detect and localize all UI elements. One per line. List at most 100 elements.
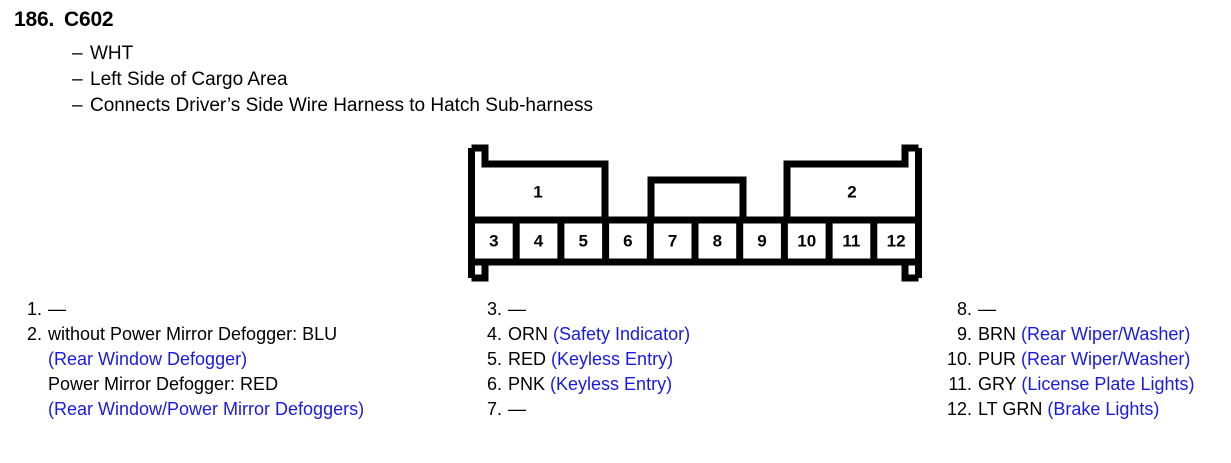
pin-legend-body: —	[48, 297, 66, 322]
pin-legend-number: 12.	[946, 399, 972, 419]
pin-circuit-name: (Rear Wiper/Washer)	[1021, 349, 1191, 369]
spec-dash: –	[72, 95, 83, 116]
pin-circuit-name: (Safety Indicator)	[553, 324, 691, 344]
pin-legend-line: 8.—	[944, 297, 1231, 322]
spec-dash: –	[72, 69, 83, 90]
pin-legend-line: 4. ORN (Safety Indicator)	[474, 322, 934, 347]
pin-legend-item: 10. PUR (Rear Wiper/Washer)	[944, 347, 1231, 372]
connector-block-label-1: 1	[533, 182, 542, 201]
pin-legend-body: —	[508, 297, 526, 322]
pin-legend-line: Power Mirror Defogger: RED	[14, 372, 464, 397]
pin-cavity-3: 3	[489, 231, 498, 250]
pin-wire-color: RED	[508, 349, 547, 369]
pin-legend-item: 3. —	[474, 297, 934, 322]
pin-circuit-name: (Keyless Entry)	[550, 374, 673, 394]
pin-wire-color: PUR	[978, 349, 1017, 369]
pin-legend-number: 10.	[946, 349, 972, 369]
page-title: 186. C602	[14, 8, 114, 32]
spec-line: –Connects Driver’s Side Wire Harness to …	[72, 93, 1172, 119]
pin-circuit-name: (License Plate Lights)	[1021, 374, 1195, 394]
pin-legend-item: 8.—	[944, 297, 1231, 322]
pin-legend-number: 7.	[486, 399, 502, 419]
pin-circuit-name: (Keyless Entry)	[551, 349, 674, 369]
pin-cavity-8: 8	[713, 231, 722, 250]
pin-legend-number: 11.	[948, 374, 972, 394]
pin-legend-number: 1.	[26, 299, 42, 319]
spec-text: Left Side of Cargo Area	[90, 69, 288, 90]
pin-legend-line: 6. PNK (Keyless Entry)	[474, 372, 934, 397]
pin-legend-number: 5.	[486, 349, 502, 369]
spec-line: –WHT	[72, 41, 1172, 67]
pin-circuit-name: (Brake Lights)	[1047, 399, 1160, 419]
pin-legend-line: 5. RED (Keyless Entry)	[474, 347, 934, 372]
pin-empty-dash: —	[508, 299, 526, 319]
spec-dash: –	[72, 43, 83, 64]
pin-wire-color: without Power Mirror Defogger: BLU	[48, 324, 338, 344]
pin-legend-body: GRY (License Plate Lights)	[978, 372, 1194, 397]
pin-legend-body: —	[508, 397, 526, 422]
pin-circuit-name: (Rear Window/Power Mirror Defoggers)	[48, 399, 365, 419]
pin-legend-line: 2. without Power Mirror Defogger: BLU	[14, 322, 464, 347]
pin-legend-body: (Rear Window Defogger)	[48, 347, 247, 372]
pin-cavity-10: 10	[797, 231, 816, 250]
pin-empty-dash: —	[978, 299, 996, 319]
pin-cavity-4: 4	[534, 231, 544, 250]
pin-legend-number: 2.	[26, 324, 42, 344]
pin-legend-column-3: 8.—9. BRN (Rear Wiper/Washer) 10. PUR (Rear…	[944, 297, 1231, 422]
pin-legend-item: 7. —	[474, 397, 934, 422]
pin-cavity-5: 5	[578, 231, 587, 250]
spec-text: Connects Driver’s Side Wire Harness to H…	[90, 95, 593, 116]
pin-cavity-11: 11	[842, 231, 860, 250]
pin-separators	[512, 220, 878, 262]
pin-legend-body: RED (Keyless Entry)	[508, 347, 673, 372]
pin-legend-item: 12. LT GRN (Brake Lights)	[944, 397, 1231, 422]
connector-diagram: 1 2 3 4 5 6 7 8 9 10 11 12	[455, 142, 935, 284]
pin-legend-column-1: 1. — 2. without Power Mirror Defogger: BLU (…	[14, 297, 464, 422]
pin-legend-line: 9. BRN (Rear Wiper/Washer)	[944, 322, 1231, 347]
spec-line: –Left Side of Cargo Area	[72, 67, 1172, 93]
pin-legend-number: 3.	[486, 299, 502, 319]
pin-legend-line: 11. GRY (License Plate Lights)	[944, 372, 1231, 397]
pin-legend-line: (Rear Window/Power Mirror Defoggers)	[14, 397, 464, 422]
pin-legend-body: (Rear Window/Power Mirror Defoggers)	[48, 397, 364, 422]
pin-legend-line: (Rear Window Defogger)	[14, 347, 464, 372]
pin-circuit-name: (Rear Wiper/Washer)	[1021, 324, 1191, 344]
pin-legend-number: 6.	[486, 374, 502, 394]
pin-legend-body: PNK (Keyless Entry)	[508, 372, 672, 397]
pin-legend-line: 7. —	[474, 397, 934, 422]
pin-legend-number: 9.	[956, 324, 972, 344]
pin-legend-number: 4.	[486, 324, 502, 344]
connector-index: 186.	[14, 8, 55, 31]
pin-wire-color: BRN	[978, 324, 1017, 344]
pin-legend-item: 2. without Power Mirror Defogger: BLU (Rea…	[14, 322, 464, 422]
pin-wire-color: Power Mirror Defogger: RED	[48, 374, 279, 394]
pin-legend-item: 11. GRY (License Plate Lights)	[944, 372, 1231, 397]
pin-empty-dash: —	[508, 399, 526, 419]
pin-empty-dash: —	[48, 299, 66, 319]
pin-legend-line: 12. LT GRN (Brake Lights)	[944, 397, 1231, 422]
pin-legend-item: 5. RED (Keyless Entry)	[474, 347, 934, 372]
pin-legend-body: —	[978, 297, 996, 322]
connector-code: C602	[64, 8, 114, 31]
pin-legend-body: Power Mirror Defogger: RED	[48, 372, 278, 397]
pin-legend-body: LT GRN (Brake Lights)	[978, 397, 1159, 422]
pin-legend-line: 10. PUR (Rear Wiper/Washer)	[944, 347, 1231, 372]
pin-legend-line: 3. —	[474, 297, 934, 322]
pin-cavity-9: 9	[757, 231, 766, 250]
pin-legend-line: 1. —	[14, 297, 464, 322]
pin-legend-column-2: 3. — 4. ORN (Safety Indicator) 5. RED (Keyles…	[474, 297, 934, 422]
pin-legend-item: 9. BRN (Rear Wiper/Washer)	[944, 322, 1231, 347]
connector-center-tab	[647, 176, 747, 220]
spec-text: WHT	[90, 43, 134, 64]
pin-circuit-name: (Rear Window Defogger)	[48, 349, 248, 369]
pin-legend-item: 6. PNK (Keyless Entry)	[474, 372, 934, 397]
pin-cavity-12: 12	[887, 231, 906, 250]
pin-legend-item: 1. —	[14, 297, 464, 322]
pin-legend-body: BRN (Rear Wiper/Washer)	[978, 322, 1190, 347]
pin-legend-body: PUR (Rear Wiper/Washer)	[978, 347, 1190, 372]
connector-outline	[468, 144, 922, 282]
pin-wire-color: ORN	[508, 324, 548, 344]
connector-spec-list: –WHT–Left Side of Cargo Area–Connects Dr…	[72, 41, 1172, 119]
pin-legend-item: 4. ORN (Safety Indicator)	[474, 322, 934, 347]
connector-block-label-2: 2	[847, 182, 856, 201]
